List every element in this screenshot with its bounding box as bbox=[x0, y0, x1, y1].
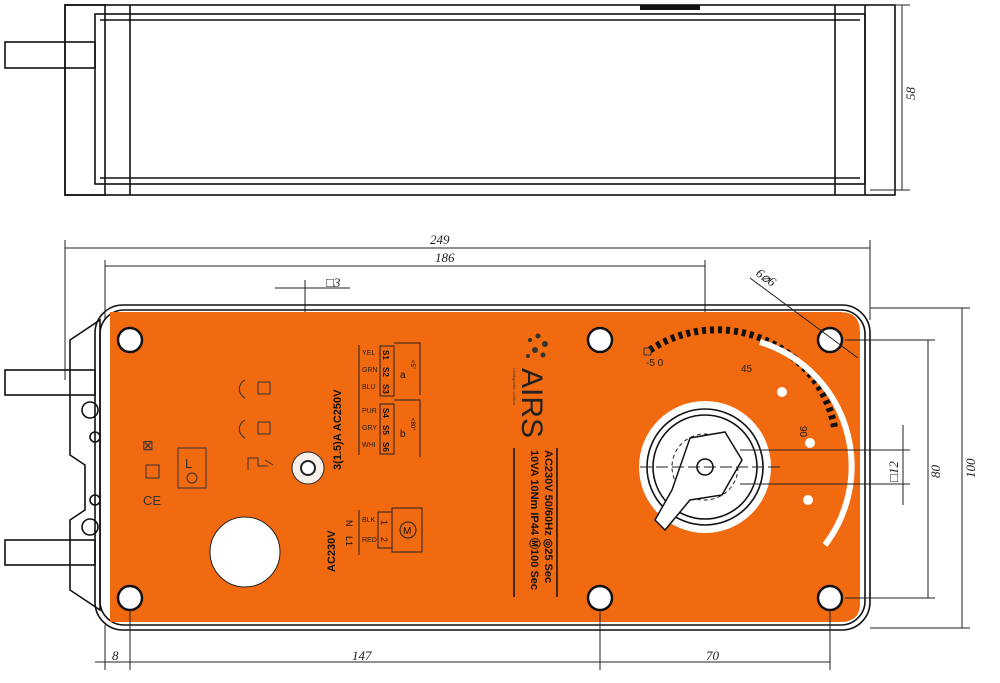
rating-line-2: 10VA 10Nm IP44 Ⓜ100 Sec bbox=[528, 450, 542, 590]
switch-a-angle: <5° bbox=[409, 360, 415, 370]
switch-b-label: b bbox=[400, 429, 406, 440]
dimension-80: 80 bbox=[845, 339, 943, 599]
motor-wire-label: BLK bbox=[362, 517, 376, 524]
dimension-186-label: 186 bbox=[435, 250, 455, 265]
wire-label: GRY bbox=[362, 425, 377, 432]
dimension-58: 58 bbox=[870, 4, 918, 191]
lock-icons bbox=[238, 379, 274, 470]
motor-wire-label: RED bbox=[362, 537, 377, 544]
terminal-label: S5 bbox=[381, 425, 390, 435]
terminal-label: S1 bbox=[381, 350, 390, 360]
aux-switch-rating: 3(1.5)A AC250V bbox=[332, 389, 344, 470]
brand-logo: AIRS creating better solutions bbox=[512, 333, 548, 438]
motor-wiring: AC230V BLK RED N L1 1 2 M bbox=[326, 507, 423, 572]
dimension-square-3-label: □3 bbox=[326, 275, 341, 290]
terminal-label: S4 bbox=[381, 408, 390, 418]
rating-plate: AC230V 50/60Hz ◎25 Sec 10VA 10Nm IP44 Ⓜ1… bbox=[513, 448, 558, 597]
wire-label: YEL bbox=[362, 350, 375, 357]
manual-override bbox=[291, 451, 325, 485]
weee-icon: ⊠ bbox=[142, 437, 154, 453]
mounting-hole bbox=[586, 326, 614, 354]
lock-mark: L bbox=[185, 456, 192, 471]
output-shaft-dial bbox=[639, 401, 780, 533]
terminal-label: S6 bbox=[381, 442, 390, 452]
front-view bbox=[4, 304, 871, 631]
motor-symbol: M bbox=[403, 526, 411, 537]
compliance-marks: ⊠ CE L bbox=[142, 437, 207, 508]
motor-terminal-label: 2 bbox=[379, 537, 389, 542]
cable-gland bbox=[209, 516, 281, 588]
motor-n-label: N bbox=[344, 520, 354, 527]
mounting-hole bbox=[116, 326, 144, 354]
scale-mid-label: 45 bbox=[741, 364, 753, 375]
wire-label: BLU bbox=[362, 384, 376, 391]
dimension-holes-label: 6⌀6 bbox=[753, 265, 779, 290]
double-insulation-icon bbox=[145, 464, 160, 479]
mounting-hole bbox=[816, 326, 844, 354]
mounting-hole bbox=[116, 584, 144, 612]
wire-label: GRN bbox=[362, 367, 378, 374]
top-view bbox=[4, 4, 896, 196]
dimension-147-label: 147 bbox=[352, 648, 372, 663]
terminal-label: S2 bbox=[381, 367, 390, 377]
wire-label: WHI bbox=[362, 442, 376, 449]
dimension-80-label: 80 bbox=[928, 465, 943, 479]
brand-tagline: creating better solutions bbox=[512, 368, 516, 405]
dimension-square-12: □12 bbox=[740, 425, 910, 505]
dimension-100-label: 100 bbox=[963, 458, 978, 478]
scale-start-label: -5 0 bbox=[646, 358, 664, 369]
aux-switch-wiring: 3(1.5)A AC250V YEL GRN BLU PUR GRY WHI S… bbox=[332, 342, 421, 470]
brand-name: AIRS bbox=[515, 368, 548, 438]
bottom-dimensions: 8 147 70 bbox=[95, 610, 831, 670]
dimension-249-label: 249 bbox=[430, 232, 450, 247]
dimension-58-label: 58 bbox=[903, 87, 918, 101]
wire-label: PUR bbox=[362, 408, 377, 415]
scale-end-label: 90 bbox=[797, 426, 808, 438]
mounting-hole bbox=[586, 584, 614, 612]
dimension-70-label: 70 bbox=[706, 648, 720, 663]
mounting-holes bbox=[116, 326, 844, 612]
dimension-100: 100 bbox=[870, 307, 978, 629]
dimension-8-label: 8 bbox=[112, 648, 119, 663]
terminal-label: S3 bbox=[381, 384, 390, 394]
motor-l1-label: L1 bbox=[344, 536, 354, 546]
rating-line-1: AC230V 50/60Hz ◎25 Sec bbox=[542, 450, 554, 583]
switch-a-label: a bbox=[400, 370, 406, 381]
motor-rating: AC230V bbox=[326, 530, 338, 572]
dimension-249: 249 bbox=[64, 232, 871, 380]
position-scale: -5 0 45 90 bbox=[643, 326, 855, 547]
switch-b-angle: <80° bbox=[409, 418, 415, 431]
ce-mark: CE bbox=[143, 493, 161, 508]
mounting-hole bbox=[816, 584, 844, 612]
dimension-square-12-label: □12 bbox=[886, 461, 901, 482]
motor-terminal-label: 1 bbox=[379, 520, 389, 525]
